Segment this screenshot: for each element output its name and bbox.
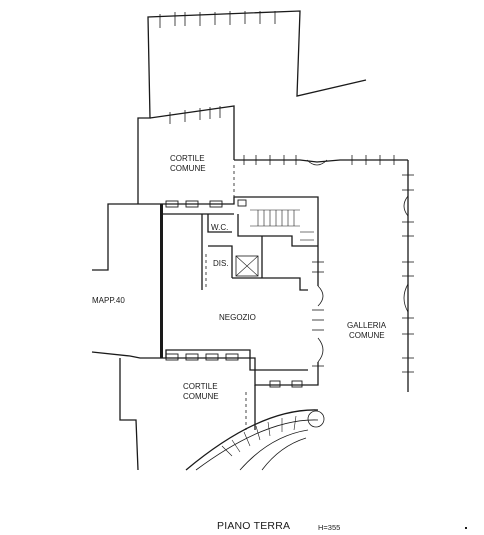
elevation-label: H=355 xyxy=(318,523,341,532)
label-galleria-2: COMUNE xyxy=(349,331,385,340)
label-cortile-top-2: COMUNE xyxy=(170,164,206,173)
label-mapp: MAPP.40 xyxy=(92,296,125,305)
galleria-edge xyxy=(402,160,414,392)
label-galleria-1: GALLERIA xyxy=(347,321,387,330)
label-cortile-bottom-1: CORTILE xyxy=(183,382,218,391)
courtyard-top-outline xyxy=(137,10,408,204)
corner-dot xyxy=(465,527,467,529)
label-cortile-bottom-2: COMUNE xyxy=(183,392,219,401)
negozio-walls xyxy=(160,165,324,430)
level-title: PIANO TERRA xyxy=(217,520,291,532)
courtyard-bottom-outline xyxy=(119,358,325,471)
label-dis: DIS. xyxy=(213,259,229,268)
mapp-boundary xyxy=(91,203,160,359)
label-negozio: NEGOZIO xyxy=(219,313,256,322)
label-cortile-top-1: CORTILE xyxy=(170,154,205,163)
label-wc: W.C. xyxy=(211,223,228,232)
